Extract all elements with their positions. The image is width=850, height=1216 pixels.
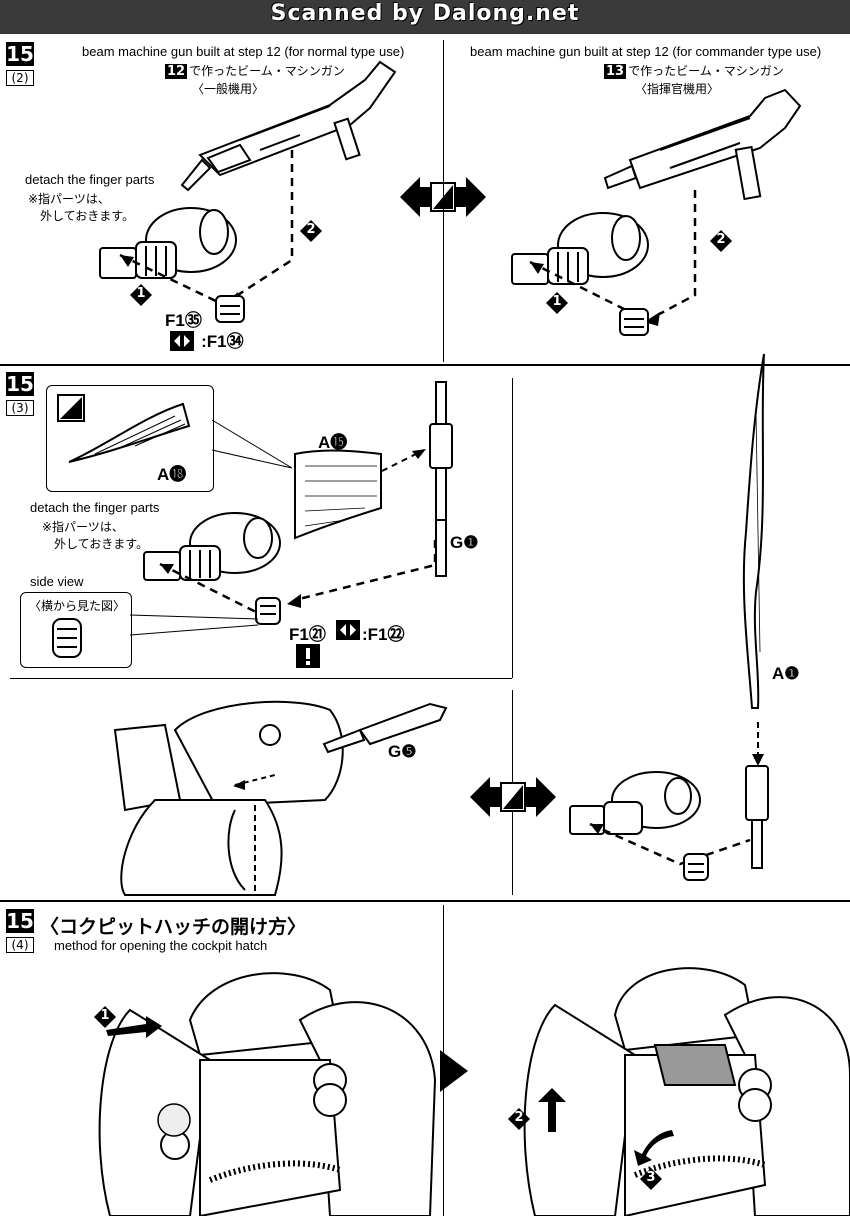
- step-number: 15: [6, 42, 34, 66]
- section-divider-1: [0, 364, 850, 366]
- side-view-finger-drawing: [52, 618, 82, 658]
- beam-sabre-assembly: [745, 722, 769, 869]
- substep-label: (4): [6, 937, 34, 953]
- part-label-a1: A❶: [772, 664, 800, 683]
- lift-arrow-2: [538, 1088, 566, 1132]
- next-step-arrow: [440, 1050, 468, 1092]
- right-gun-jp-sub: 〈指揮官機用〉: [635, 82, 720, 96]
- side-view-box: 〈横から見た図〉: [20, 592, 132, 668]
- alt-part-label: :F1㉞: [170, 331, 244, 356]
- detach-instruction-en-3: detach the finger parts: [30, 500, 160, 515]
- callout-lines: [211, 419, 293, 469]
- left-gun-jp-text: で作ったビーム・マシンガン: [189, 64, 345, 78]
- mobile-suit-body-drawing: [113, 700, 344, 896]
- side-view-label-en: side view: [30, 574, 84, 589]
- commander-type-icon: [57, 394, 85, 422]
- step-marker-1-right: 1: [546, 292, 568, 314]
- assembly-path-step3-right: [589, 822, 751, 866]
- right-gun-jp-text: で作ったビーム・マシンガン: [628, 64, 784, 78]
- rotate-arrow-3: [634, 1130, 674, 1166]
- step-number: 15: [6, 909, 34, 933]
- step-marker-1-hatch: 1: [94, 1006, 116, 1028]
- cockpit-hatch-title-jp: 〈コクピットハッチの開け方〉: [40, 916, 307, 938]
- step-marker-1: 1: [130, 284, 152, 306]
- beam-sabre-hilt-drawing: [322, 702, 448, 754]
- scan-header-title: Scanned by Dalong.net: [270, 1, 580, 26]
- caution-icon: [296, 644, 320, 668]
- assembly-path-step3: [159, 562, 261, 616]
- step-number: 15: [6, 372, 34, 396]
- right-gun-title: beam machine gun built at step 12 (for c…: [470, 44, 822, 59]
- side-view-callout: [129, 614, 259, 636]
- detach-instruction-jp-1: ※指パーツは、: [28, 192, 110, 206]
- scan-header-bar: [0, 0, 850, 34]
- beam-axe-blade-drawing: [294, 449, 382, 540]
- part-label-f1-21: F1㉑: [289, 625, 326, 644]
- alternate-type-icon: [336, 620, 360, 640]
- step-marker-2-right: 2: [710, 230, 732, 252]
- beam-blade-long-drawing: [742, 353, 765, 709]
- section-divider-2: [0, 900, 850, 902]
- push-arrow-1: [106, 1016, 162, 1038]
- finger-part-drawing-step3: [255, 597, 281, 625]
- detach-instruction-en: detach the finger parts: [25, 172, 155, 187]
- swap-direction-icon: [470, 777, 556, 817]
- alternate-type-icon: [170, 331, 194, 351]
- cockpit-hatch-title-en: method for opening the cockpit hatch: [54, 938, 268, 953]
- beam-axe-blade-small-drawing: [68, 402, 191, 463]
- beam-axe-handle-drawing: [429, 381, 453, 577]
- assembly-path-1-right: [529, 260, 627, 312]
- left-gun-jp-sub: 〈一般機用〉: [192, 82, 265, 96]
- substep-label: (3): [6, 400, 34, 416]
- finger-part-drawing: [215, 295, 245, 323]
- detach-instruction-jp-3-1: ※指パーツは、: [42, 520, 124, 534]
- hand-commander-drawing: [511, 212, 649, 285]
- beam-machine-gun-commander-drawing: [603, 88, 802, 201]
- beam-machine-gun-normal-drawing: [180, 60, 397, 192]
- step-marker-2: 2: [300, 220, 322, 242]
- substep-label: (2): [6, 70, 34, 86]
- part-label-f1-34: :F1㉞: [201, 332, 244, 351]
- step2-divider: [443, 40, 444, 362]
- step-marker-2-hatch: 2: [508, 1108, 530, 1130]
- part-label-a15: A⓯: [318, 433, 348, 452]
- cockpit-closed-drawing: [98, 972, 437, 1216]
- cockpit-open-drawing: [523, 967, 850, 1216]
- hand-normal-drawing: [99, 207, 237, 279]
- left-gun-title: beam machine gun built at step 12 (for n…: [82, 44, 405, 59]
- step-marker-3-hatch: 3: [640, 1168, 662, 1190]
- detach-instruction-jp-3-2: 外しておきます。: [54, 537, 149, 551]
- assembly-path-1: [119, 253, 221, 305]
- commander-variant-box: A⓲: [46, 385, 214, 492]
- part-label-f1-35: F1㉟: [165, 311, 202, 330]
- assembly-path-step3-b: [287, 540, 437, 608]
- step3-inner-divider: [10, 678, 512, 679]
- step3-vertical-divider: [512, 378, 513, 678]
- finger-part-drawing-right: [619, 308, 649, 336]
- attach-arrow: [381, 449, 426, 472]
- part-label-a18: A⓲: [157, 465, 187, 484]
- finger-part-drawing-step3-right: [683, 853, 709, 881]
- part-label-f1-22: :F1㉒: [362, 625, 405, 644]
- hand-drawing-step3: [143, 512, 281, 581]
- step-ref-badge: 12: [165, 64, 188, 79]
- side-view-label-jp: 〈横から見た図〉: [29, 599, 126, 613]
- part-label-g5: G❺: [388, 742, 417, 761]
- step-ref-badge: 13: [604, 64, 627, 79]
- part-label-g1: G❶: [450, 533, 479, 552]
- detach-instruction-jp-2: 外しておきます。: [40, 209, 135, 223]
